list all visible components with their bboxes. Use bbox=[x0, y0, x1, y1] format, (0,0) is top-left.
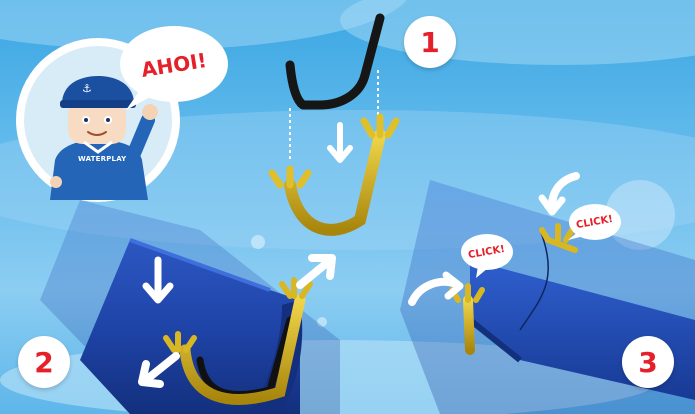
shirt-logo-text: WATERPLAY bbox=[78, 155, 126, 163]
arrow-up-right-step2 bbox=[300, 258, 332, 285]
step-number-3: 3 bbox=[638, 346, 657, 379]
step-badge-2: 2 bbox=[18, 336, 70, 388]
step-badge-1: 1 bbox=[404, 16, 456, 68]
ahoi-text: AHOI! bbox=[140, 48, 209, 82]
click-text-1: CLICK! bbox=[468, 243, 506, 260]
click-bubble-2: CLICK! bbox=[568, 202, 622, 242]
click-text-2: CLICK! bbox=[576, 213, 614, 230]
step-badge-3: 3 bbox=[622, 336, 674, 388]
step-number-2: 2 bbox=[34, 346, 53, 379]
ahoi-speech-bubble: AHOI! bbox=[118, 26, 230, 104]
anchor-icon: ⚓ bbox=[82, 82, 92, 95]
click-bubble-1: CLICK! bbox=[460, 232, 514, 272]
step-number-1: 1 bbox=[420, 26, 439, 59]
